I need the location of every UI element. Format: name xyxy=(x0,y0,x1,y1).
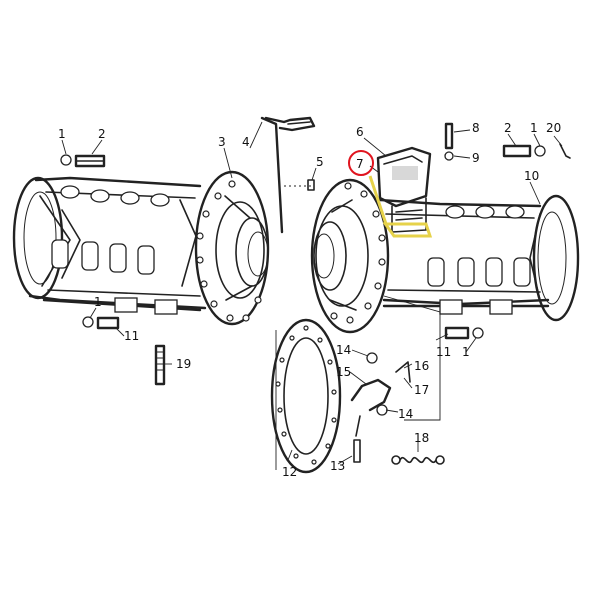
callout-20: 20 xyxy=(546,121,561,135)
bolt-13 xyxy=(353,439,361,463)
bolt-1-2-left xyxy=(60,154,106,168)
callout-3: 3 xyxy=(218,135,226,149)
callout-14b: 14 xyxy=(398,407,413,421)
callout-5: 5 xyxy=(316,155,324,169)
leader-lines xyxy=(61,121,563,470)
bolt-1-11-left xyxy=(82,316,120,330)
callout-8: 8 xyxy=(472,121,480,135)
callout-4: 4 xyxy=(242,135,250,149)
callout-16: 16 xyxy=(414,359,429,373)
spring-18 xyxy=(391,455,445,465)
highlight-circle xyxy=(348,150,374,176)
callout-1c: 1 xyxy=(94,295,102,309)
right-top-bosses xyxy=(445,205,525,219)
lever-rod xyxy=(260,116,316,234)
callout-19: 19 xyxy=(176,357,191,371)
right-side-pockets xyxy=(427,257,531,287)
callout-7: 7 xyxy=(356,157,364,171)
callout-labels: 1 2 3 4 5 6 7 8 9 2 1 20 10 1 11 19 14 1… xyxy=(58,121,561,479)
stud-19 xyxy=(154,344,166,386)
callout-15: 15 xyxy=(336,365,351,379)
callout-12: 12 xyxy=(282,465,297,479)
brake-shoe-parts xyxy=(350,352,411,437)
callout-1a: 1 xyxy=(58,127,66,141)
gasket-holes xyxy=(275,325,337,465)
callout-9: 9 xyxy=(472,151,480,165)
callout-1b: 1 xyxy=(530,121,538,135)
pin-5 xyxy=(307,179,315,191)
left-side-pockets xyxy=(51,239,155,275)
callout-2b: 2 xyxy=(504,121,512,135)
right-axle-housing xyxy=(310,178,580,334)
callout-11b: 11 xyxy=(436,345,451,359)
callout-11a: 11 xyxy=(124,329,139,343)
bolt-11-1-right xyxy=(444,326,484,340)
gasket xyxy=(270,318,342,474)
left-flange-bolt-holes xyxy=(196,180,262,322)
bolt-2-1-20-right xyxy=(502,143,571,159)
callout-17: 17 xyxy=(414,383,429,397)
bolt-8-9 xyxy=(444,122,454,161)
callout-18: 18 xyxy=(414,431,429,445)
left-axle-housing xyxy=(12,170,270,326)
cover-assembly xyxy=(368,146,433,238)
callout-14a: 14 xyxy=(336,343,351,357)
callout-6: 6 xyxy=(356,125,364,139)
left-top-bosses xyxy=(60,185,170,207)
callout-2a: 2 xyxy=(98,127,106,141)
right-flange-bolt-holes xyxy=(330,182,386,324)
callout-10: 10 xyxy=(524,169,539,183)
callout-13: 13 xyxy=(330,459,345,473)
callout-1d: 1 xyxy=(462,345,470,359)
